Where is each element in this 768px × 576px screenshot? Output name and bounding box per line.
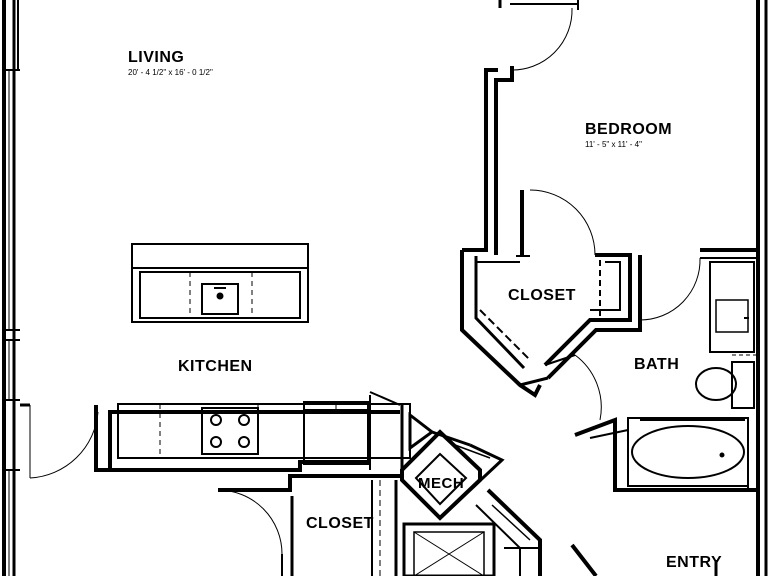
entry-closet <box>217 474 402 576</box>
entry-walls <box>475 488 718 576</box>
kitchen-counter <box>94 401 411 472</box>
room-label-bath: BATH <box>634 356 680 373</box>
living-door-swing <box>20 403 99 479</box>
room-dimensions-living: 20' - 4 1/2" x 16' - 0 1/2" <box>128 68 213 77</box>
room-label-mech: MECH <box>418 475 465 492</box>
bath-door-swing <box>544 354 602 421</box>
room-label-living: LIVING <box>128 49 185 66</box>
bedroom-bath-wall <box>639 0 768 576</box>
bath-vanity <box>709 261 755 353</box>
bedroom-top-door <box>498 0 579 71</box>
exterior-wall-left <box>2 0 20 576</box>
living-bedroom-wall <box>484 66 530 257</box>
room-label-entry-closet: CLOSET <box>306 515 374 532</box>
room-label-entry: ENTRY <box>666 554 723 571</box>
kitchen-island <box>131 243 309 323</box>
room-label-bedroom-closet: CLOSET <box>508 287 576 304</box>
bath-toilet <box>695 354 758 409</box>
room-dimensions-bedroom: 11' - 5" x 11' - 4" <box>585 140 642 149</box>
bedroom-closet-walls <box>460 189 642 398</box>
room-label-kitchen: KITCHEN <box>178 358 253 375</box>
mech-room <box>400 411 505 521</box>
shower-unit <box>402 522 496 576</box>
bathtub <box>574 417 758 492</box>
room-label-bedroom: BEDROOM <box>585 121 673 138</box>
pantry-door <box>369 391 404 470</box>
